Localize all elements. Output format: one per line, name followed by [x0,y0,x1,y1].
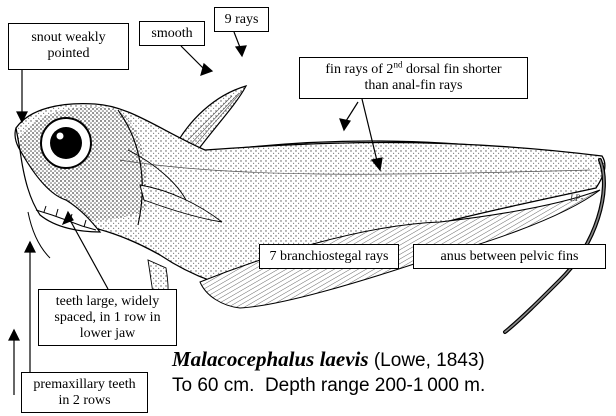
species-size: To 60 cm. [172,375,254,396]
scientific-name: Malacocephalus laevis [172,347,369,371]
species-author: (Lowe, 1843) [369,350,485,371]
artist-signature: LP- [569,193,584,203]
label-premaxillary: premaxillary teeth in 2 rows [21,372,148,413]
label-fin-rays: fin rays of 2nd dorsal fin shorter than … [299,57,528,99]
label-anus: anus between pelvic fins [413,244,606,269]
species-details-line: To 60 cm. Depth range 200-1 000 m. [172,373,485,398]
label-smooth: smooth [139,21,205,46]
label-teeth: teeth large, widely spaced, in 1 row in … [38,289,177,346]
species-depth: Depth range 200-1 000 m. [265,375,485,396]
label-snout: snout weakly pointed [8,23,129,70]
label-rays: 9 rays [214,7,269,32]
species-caption: Malacocephalus laevis (Lowe, 1843) To 60… [172,347,485,398]
label-branchiostegal: 7 branchiostegal rays [259,244,399,269]
species-title-line: Malacocephalus laevis (Lowe, 1843) [172,347,485,373]
